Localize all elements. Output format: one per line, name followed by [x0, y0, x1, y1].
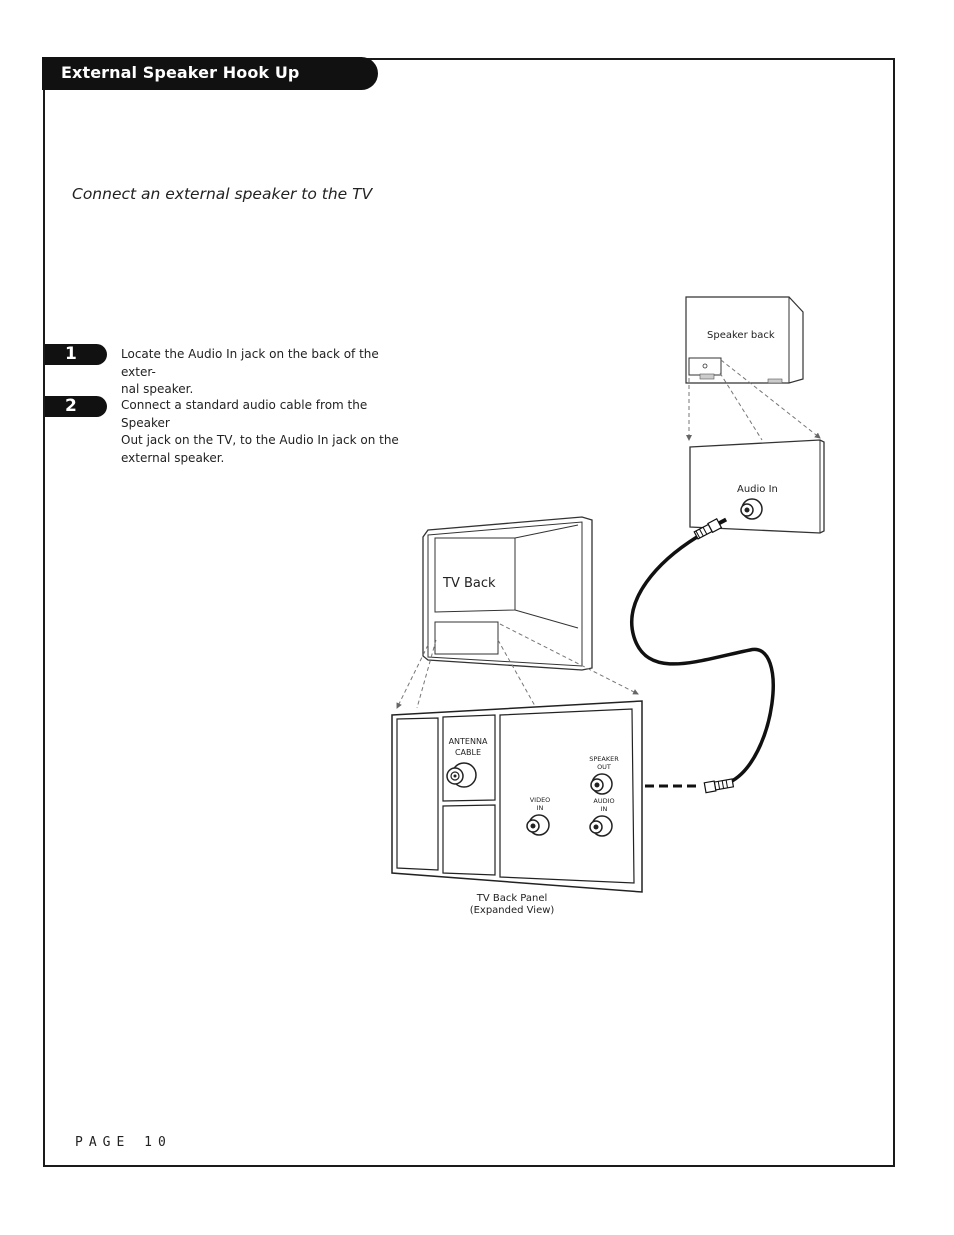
speaker-projection-lines	[686, 359, 821, 441]
step-1-badge: 1	[45, 344, 107, 365]
step-2-line-1: Connect a standard audio cable from the …	[121, 398, 368, 430]
audio-in-jack-label-2: IN	[601, 805, 608, 813]
header-tab	[42, 57, 378, 90]
audio-in-jack-label: AUDIO	[593, 797, 614, 805]
page-title: External Speaker Hook Up	[61, 63, 300, 82]
speaker-audio-in-jack	[740, 498, 763, 520]
audio-in-label: Audio In	[737, 484, 778, 495]
cable-label: CABLE	[455, 748, 481, 757]
speaker-panel-illustration: Audio In	[689, 439, 825, 534]
tv-back-illustration: TV Back	[422, 516, 593, 671]
audio-in-jack	[589, 815, 613, 837]
tv-back-label: TV Back	[442, 576, 496, 591]
video-in-label: VIDEO	[530, 796, 551, 804]
panel-caption-2: (Expanded View)	[470, 905, 555, 916]
antenna-label: ANTENNA	[449, 737, 488, 746]
step-2-badge: 2	[45, 396, 107, 417]
step-1-line-1: Locate the Audio In jack on the back of …	[121, 347, 379, 379]
step-1-line-2: nal speaker.	[121, 382, 194, 396]
step-2-line-3: external speaker.	[121, 450, 225, 465]
step-1-text: Locate the Audio In jack on the back of …	[121, 346, 413, 399]
speaker-out-label-2: OUT	[597, 763, 611, 771]
video-in-label-2: IN	[537, 804, 544, 812]
page-number: PAGE 10	[75, 1135, 172, 1150]
speaker-out-jack	[590, 773, 613, 795]
speaker-out-label: SPEAKER	[589, 755, 619, 763]
speaker-back-label: Speaker back	[707, 330, 775, 341]
audio-cable	[630, 517, 775, 794]
video-in-jack	[526, 814, 550, 836]
antenna-jack	[446, 762, 477, 788]
step-2-line-2: Out jack on the TV, to the Audio In jack…	[121, 433, 399, 447]
section-subtitle: Connect an external speaker to the TV	[72, 185, 373, 203]
page-frame	[43, 58, 895, 1167]
tv-back-panel-illustration: ANTENNA CABLE SPEAKER OUT VIDEO IN AUDIO…	[391, 700, 643, 916]
panel-caption: TV Back Panel	[476, 893, 548, 904]
step-2-text: Connect a standard audio cable from the …	[121, 397, 413, 467]
tv-projection-lines	[396, 623, 639, 709]
speaker-box-illustration: Speaker back	[685, 296, 804, 384]
